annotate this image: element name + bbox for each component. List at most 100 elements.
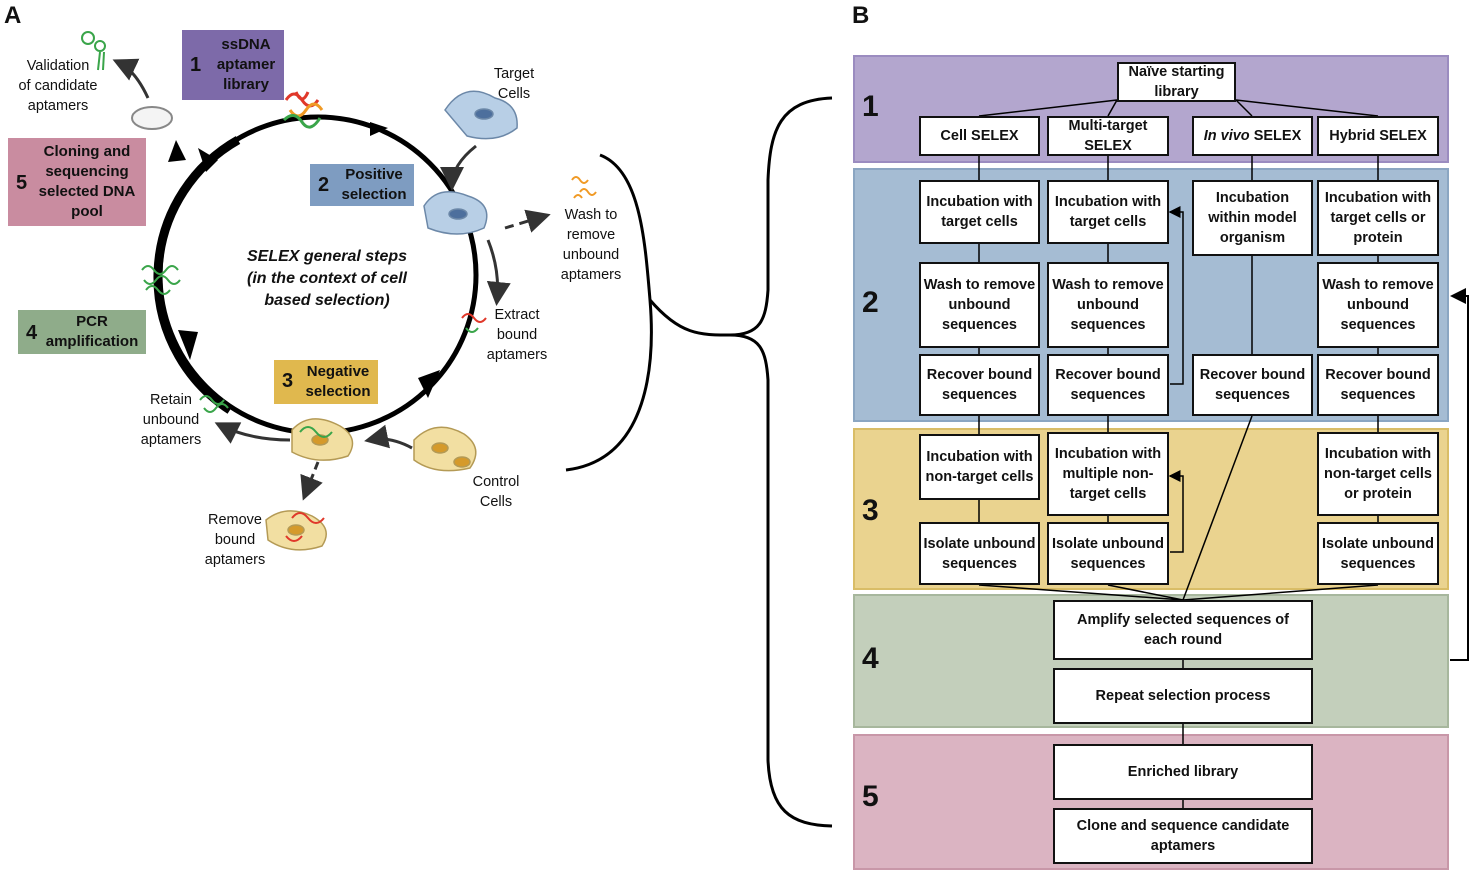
label-line: bound [214,532,256,548]
label-line: unbound [562,247,620,263]
c3-recover-box: Recover bound sequences [1192,354,1313,416]
aptamer-hairpin-icon [81,31,106,71]
cycle-arrow-head [168,140,186,162]
remove-label: Remove bound aptamers [198,510,272,570]
pcr-aptamers-icon [141,265,181,295]
petri-dish-icon [131,106,173,130]
step-3-label-line: selection [305,383,371,400]
c2-wash-box: Wash to remove unbound sequences [1047,262,1169,348]
c2-incubation-box: Incubation with target cells [1047,180,1169,244]
center-title-line: based selection) [264,292,390,309]
cycle-center-title: SELEX general steps (in the context of c… [222,246,432,312]
enriched-library-box: Enriched library [1053,744,1313,800]
step-2-label-line: Positive [345,166,403,183]
step-5-label-line: Cloning and [43,143,131,160]
step-2-box: Positive selection [310,164,414,206]
amplify-box: Amplify selected sequences of each round [1053,600,1313,660]
target-cells-icon [444,90,518,140]
panel-b-label: B [852,2,870,29]
cycle-arrow-head [198,148,218,172]
step-4-number: 4 [26,322,38,344]
step-5-label-line: sequencing [45,163,129,180]
step-4-label-line: PCR [76,313,108,330]
c4-incubation-box: Incubation with target cells or protein [1317,180,1439,256]
step-4-box: PCR amplification [18,310,146,354]
label-line: Wash to [564,207,618,223]
invivo-italic-text: In vivo [1203,128,1250,144]
cycle-arrow-head [418,370,440,398]
cycle-arrow-head [370,122,388,136]
c1-incubation-box: Incubation with target cells [919,180,1040,244]
c3-incubation-box: Incubation within model organism [1192,180,1313,256]
label-line: Control [472,474,520,490]
hybrid-selex-box: Hybrid SELEX [1317,116,1439,156]
label-line: unbound [142,412,200,428]
clone-sequence-box: Clone and sequence candidate aptamers [1053,808,1313,864]
step-3-label-line: Negative [306,363,370,380]
c4-negative-incubation-box: Incubation with non-target cells or prot… [1317,432,1439,516]
cell-selex-box: Cell SELEX [919,116,1040,156]
c4-wash-box: Wash to remove unbound sequences [1317,262,1439,348]
c4-recover-box: Recover bound sequences [1317,354,1439,416]
c1-wash-box: Wash to remove unbound sequences [919,262,1040,348]
center-title-line: (in the context of cell [246,270,407,287]
label-line: Remove [208,512,262,528]
c1-recover-box: Recover bound sequences [919,354,1040,416]
panel-a-label: A [4,2,22,29]
band-3-number: 3 [862,494,879,527]
positive-selection-cells-icon [423,191,488,235]
label-line: Validation [26,58,90,74]
band-5-number: 5 [862,780,879,813]
c2-isolate-box: Isolate unbound sequences [1047,522,1169,585]
cycle-arrow-head [178,330,198,360]
unbound-aptamers-icon [571,176,597,199]
step-1-number: 1 [190,54,202,76]
step-3-number: 3 [282,370,294,392]
control-cells-label: Control Cells [464,472,528,512]
step-1-label-line: aptamer [216,56,276,73]
c2-negative-incubation-box: Incubation with multiple non-target cell… [1047,432,1169,516]
label-line: Retain [150,392,192,408]
c2-recover-box: Recover bound sequences [1047,354,1169,416]
aptamer-library-icon [282,91,324,129]
repeat-box: Repeat selection process [1053,668,1313,724]
negative-selection-cells-icon [291,418,354,461]
step-1-label-line: ssDNA [221,36,271,53]
step-2-label-line: selection [341,186,407,203]
label-line: bound [496,327,538,343]
step-3-box: Negative selection [274,360,378,404]
label-line: aptamers [204,552,266,568]
label-line: Cells [479,494,513,510]
band-1-number: 1 [862,90,879,123]
label-line: of candidate [18,78,98,94]
step-5-label-line: selected DNA [38,183,136,200]
invivo-selex-box: In vivo SELEX [1192,116,1313,156]
label-line: aptamers [27,98,89,114]
retain-label: Retain unbound aptamers [134,390,208,450]
step-2-number: 2 [318,174,330,196]
label-line: Cells [497,86,531,102]
label-line: Extract [494,307,540,323]
step-5-label-line: pool [71,203,103,220]
retained-aptamers-icon [199,395,229,413]
extract-label: Extract bound aptamers [480,305,554,365]
c1-isolate-box: Isolate unbound sequences [919,522,1040,585]
step-5-number: 5 [16,172,28,194]
label-line: aptamers [486,347,548,363]
naive-library-box: Naïve starting library [1117,62,1236,102]
extracted-aptamers-icon [461,313,487,333]
step-1-label-line: library [223,76,269,93]
step-4-label-line: amplification [45,333,139,350]
label-line: aptamers [560,267,622,283]
band-4-number: 4 [862,642,879,675]
multi-target-selex-box: Multi-target SELEX [1047,116,1169,156]
control-cells-icon [413,426,477,472]
wash-label: Wash to remove unbound aptamers [552,205,630,285]
invivo-rest-text: SELEX [1249,128,1302,144]
label-line: aptamers [140,432,202,448]
label-line: Target [493,66,535,82]
c4-isolate-box: Isolate unbound sequences [1317,522,1439,585]
c1-negative-incubation-box: Incubation with non-target cells [919,434,1040,500]
validation-label: Validation of candidate aptamers [8,56,108,116]
